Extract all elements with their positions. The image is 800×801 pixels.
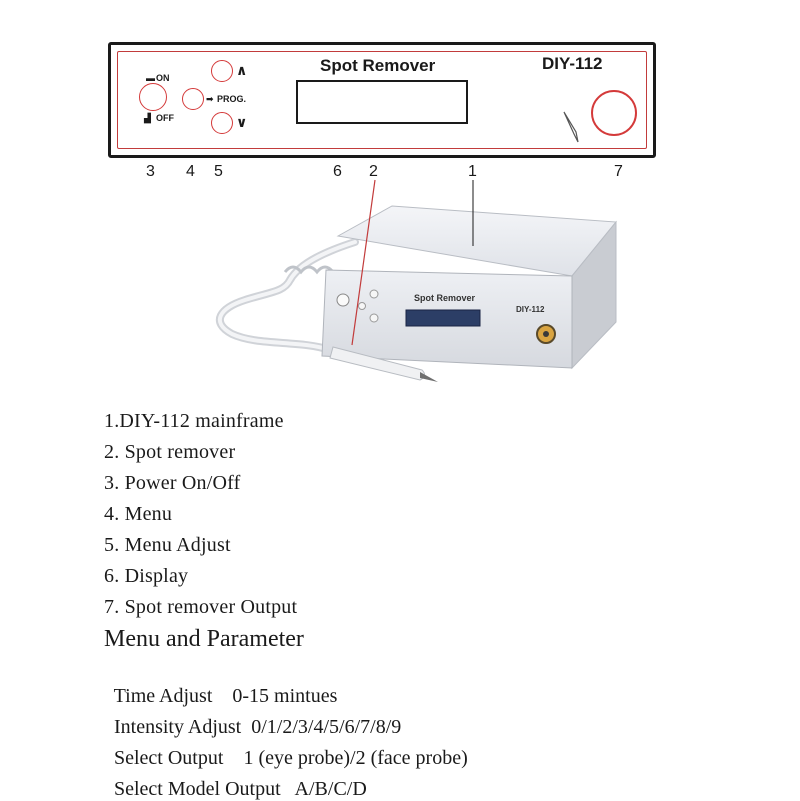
callout-3: 3 bbox=[146, 163, 155, 180]
param-select-output: Select Output 1 (eye probe)/2 (face prob… bbox=[104, 724, 468, 770]
up-arrow-icon: ∧ bbox=[236, 62, 248, 78]
param-name: Intensity Adjust bbox=[114, 716, 242, 738]
param-name: Select Output bbox=[114, 747, 224, 769]
callout-6: 6 bbox=[333, 163, 342, 180]
param-value: 1 (eye probe)/2 (face probe) bbox=[243, 747, 468, 769]
leader-line-2 bbox=[351, 179, 376, 346]
prog-arrow-icon: ➡ bbox=[206, 94, 214, 104]
callout-4: 4 bbox=[186, 163, 195, 180]
device-power bbox=[336, 293, 350, 307]
pen-icon bbox=[563, 111, 579, 143]
menu-down-button[interactable] bbox=[211, 112, 233, 134]
panel-model: DIY-112 bbox=[542, 54, 603, 73]
device-display bbox=[405, 309, 481, 327]
prog-label: PROG. bbox=[217, 94, 247, 104]
legend-item-5: 5. Menu Adjust bbox=[104, 534, 231, 556]
probe-tip bbox=[420, 372, 438, 382]
down-arrow-icon: ∨ bbox=[236, 114, 248, 130]
callout-7: 7 bbox=[614, 163, 623, 180]
front-panel-schematic bbox=[108, 42, 656, 158]
off-label: OFF bbox=[156, 113, 174, 123]
on-label: ON bbox=[156, 73, 170, 83]
device-model-text: DIY-112 bbox=[516, 305, 545, 314]
menu-button[interactable] bbox=[182, 88, 204, 110]
legend-item-7: 7. Spot remover Output bbox=[104, 596, 298, 618]
output-port[interactable] bbox=[591, 90, 637, 136]
callout-5: 5 bbox=[214, 163, 223, 180]
menu-up-button[interactable] bbox=[211, 60, 233, 82]
param-value: 0/1/2/3/4/5/6/7/8/9 bbox=[251, 716, 402, 738]
legend-item-2: 2. Spot remover bbox=[104, 441, 236, 463]
mainframe-top bbox=[336, 205, 617, 277]
param-value: 0-15 mintues bbox=[232, 685, 338, 707]
param-value: A/B/C/D bbox=[294, 778, 367, 800]
power-switch[interactable] bbox=[139, 83, 167, 111]
device-illustration: Spot Remover DIY-112 bbox=[216, 179, 617, 382]
param-name: Time Adjust bbox=[113, 685, 213, 707]
device-title-text: Spot Remover bbox=[414, 293, 476, 303]
panel-inner-border bbox=[117, 51, 647, 149]
panel-title: Spot Remover bbox=[320, 56, 436, 75]
legend-item-6: 6. Display bbox=[104, 565, 189, 587]
on-marker: ▬ bbox=[146, 73, 155, 83]
menu-parameter-heading: Menu and Parameter bbox=[104, 626, 304, 652]
param-intensity-adjust: Intensity Adjust 0/1/2/3/4/5/6/7/8/9 bbox=[104, 693, 401, 739]
display-window bbox=[296, 80, 468, 124]
off-marker: ▟ bbox=[144, 113, 151, 123]
param-name: Select Model Output bbox=[114, 778, 281, 800]
callout-1: 1 bbox=[468, 163, 477, 180]
param-time-adjust: Time Adjust 0-15 mintues bbox=[104, 662, 338, 708]
legend-item-1: 1.DIY-112 mainframe bbox=[104, 410, 284, 432]
callout-2: 2 bbox=[369, 163, 378, 180]
param-select-model-output: Select Model Output A/B/C/D bbox=[104, 755, 367, 801]
legend-item-3: 3. Power On/Off bbox=[104, 472, 241, 494]
legend-item-4: 4. Menu bbox=[104, 503, 173, 525]
